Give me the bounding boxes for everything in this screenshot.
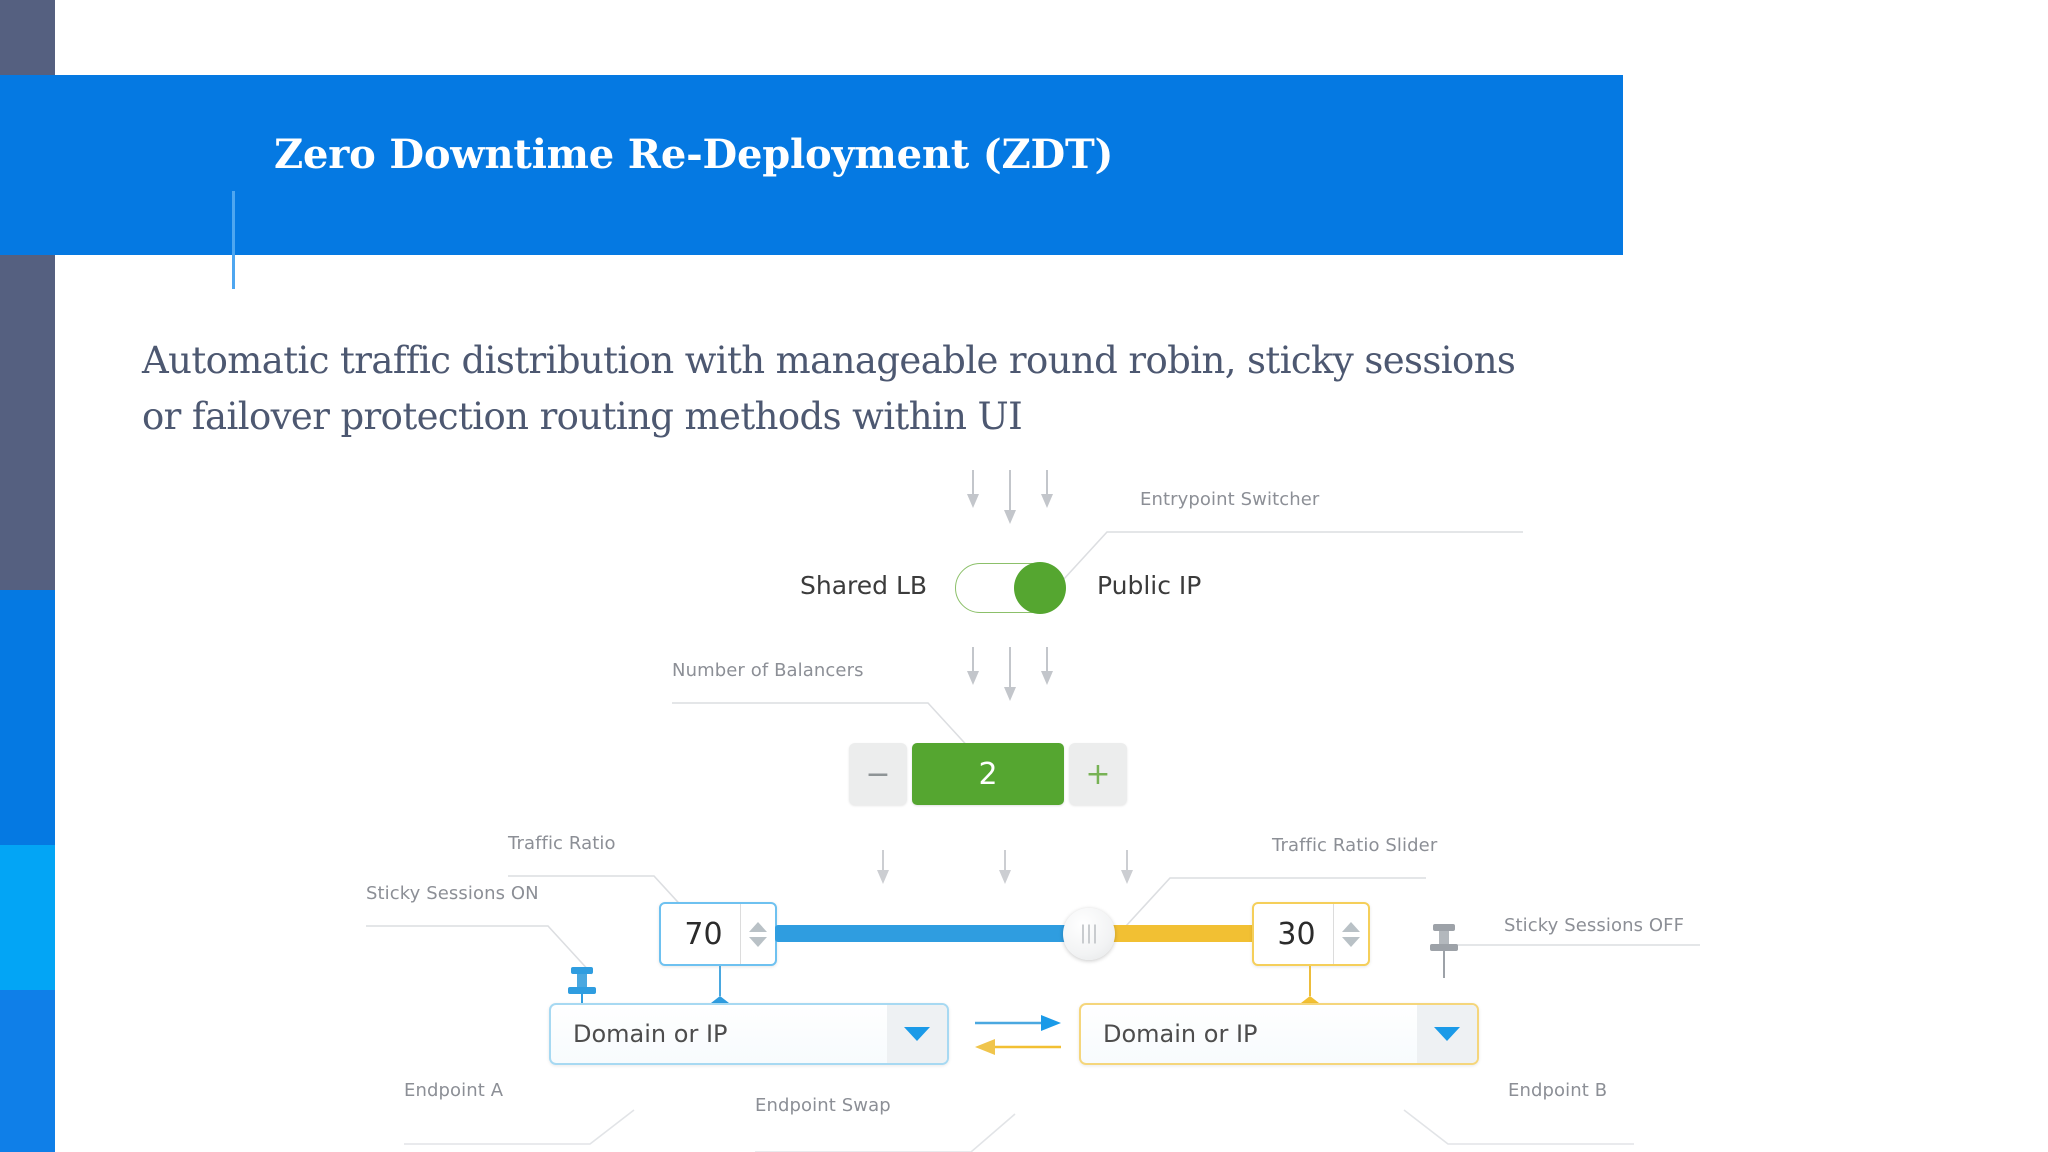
traffic-ratio-slider-handle[interactable]	[1063, 908, 1115, 960]
callout-number-of-balancers: Number of Balancers	[672, 660, 864, 681]
endpoint-swap-arrows[interactable]	[975, 1013, 1061, 1059]
header-divider-rule	[232, 191, 235, 289]
endpoint-a-select[interactable]: Domain or IP	[549, 1003, 949, 1065]
traffic-ratio-track-a[interactable]	[775, 925, 1075, 942]
callout-sticky-sessions-on: Sticky Sessions ON	[366, 883, 539, 904]
spinner-down-icon[interactable]	[1342, 936, 1360, 947]
leader-line-endpoint-a	[404, 1109, 635, 1152]
endpoint-b-value[interactable]: Domain or IP	[1103, 1020, 1258, 1048]
leader-line-entrypoint-switcher	[1062, 524, 1523, 581]
toggle-label-shared-lb: Shared LB	[800, 571, 928, 600]
spinner-up-icon[interactable]	[1342, 921, 1360, 932]
balancers-stepper[interactable]: − 2 +	[849, 743, 1127, 805]
stepper-decrement-button[interactable]: −	[849, 743, 907, 805]
traffic-ratio-input-b[interactable]: 30	[1252, 902, 1370, 966]
flow-arrows-balancers	[965, 645, 1055, 705]
traffic-ratio-track-b[interactable]	[1100, 925, 1255, 942]
sidebar-band-cyan	[0, 845, 55, 990]
flow-arrows-top	[965, 468, 1055, 528]
sidebar-band-blue-bottom	[0, 990, 55, 1152]
stepper-value[interactable]: 2	[912, 743, 1064, 805]
endpoint-b-select[interactable]: Domain or IP	[1079, 1003, 1479, 1065]
callout-traffic-ratio-slider: Traffic Ratio Slider	[1272, 835, 1438, 856]
traffic-ratio-stepper-b[interactable]	[1333, 904, 1368, 964]
traffic-ratio-value-a[interactable]: 70	[684, 916, 723, 952]
sidebar-band-blue-mid	[0, 590, 55, 845]
entrypoint-switcher-toggle[interactable]	[955, 562, 1066, 614]
leader-line-sticky-sessions-on	[366, 918, 593, 975]
traffic-ratio-stepper-a[interactable]	[740, 904, 775, 964]
callout-endpoint-a: Endpoint A	[404, 1080, 504, 1101]
spinner-down-icon[interactable]	[749, 936, 767, 947]
header-banner	[0, 75, 1623, 289]
stepper-increment-button[interactable]: +	[1069, 743, 1127, 805]
flow-arrows-ratio	[875, 848, 1135, 890]
callout-traffic-ratio: Traffic Ratio	[508, 833, 616, 854]
endpoint-b-dropdown-button[interactable]	[1417, 1005, 1477, 1063]
endpoint-a-dropdown-button[interactable]	[887, 1005, 947, 1063]
callout-entrypoint-switcher: Entrypoint Switcher	[1140, 489, 1320, 510]
callout-sticky-sessions-off: Sticky Sessions OFF	[1504, 915, 1685, 936]
subtitle-line-2: or failover protection routing methods w…	[142, 395, 1023, 438]
callout-endpoint-b: Endpoint B	[1508, 1080, 1608, 1101]
toggle-knob[interactable]	[1014, 562, 1066, 614]
sidebar-band-slate-mid	[0, 255, 55, 590]
page-subtitle: Automatic traffic distribution with mana…	[142, 333, 1902, 445]
callout-endpoint-swap: Endpoint Swap	[755, 1095, 891, 1116]
chevron-down-icon[interactable]	[904, 1027, 930, 1041]
subtitle-line-1: Automatic traffic distribution with mana…	[142, 339, 1516, 382]
leader-line-traffic-ratio-slider	[1125, 870, 1426, 927]
page-title: Zero Downtime Re-Deployment (ZDT)	[274, 131, 1114, 178]
endpoint-a-value[interactable]: Domain or IP	[573, 1020, 728, 1048]
sticky-sessions-pin-on-icon[interactable]	[565, 965, 599, 1009]
leader-line-endpoint-swap	[755, 1113, 1016, 1152]
leader-line-number-of-balancers	[672, 695, 973, 752]
spinner-up-icon[interactable]	[749, 921, 767, 932]
chevron-down-icon[interactable]	[1434, 1027, 1460, 1041]
leader-line-sticky-sessions-off	[1440, 935, 1700, 959]
sticky-sessions-pin-off-icon[interactable]	[1427, 922, 1461, 978]
toggle-label-public-ip: Public IP	[1097, 571, 1202, 600]
grip-lines-icon	[1082, 924, 1096, 944]
traffic-ratio-value-b[interactable]: 30	[1277, 916, 1316, 952]
leader-line-endpoint-b	[1403, 1109, 1634, 1152]
traffic-ratio-input-a[interactable]: 70	[659, 902, 777, 966]
sidebar-band-slate-top	[0, 0, 55, 75]
